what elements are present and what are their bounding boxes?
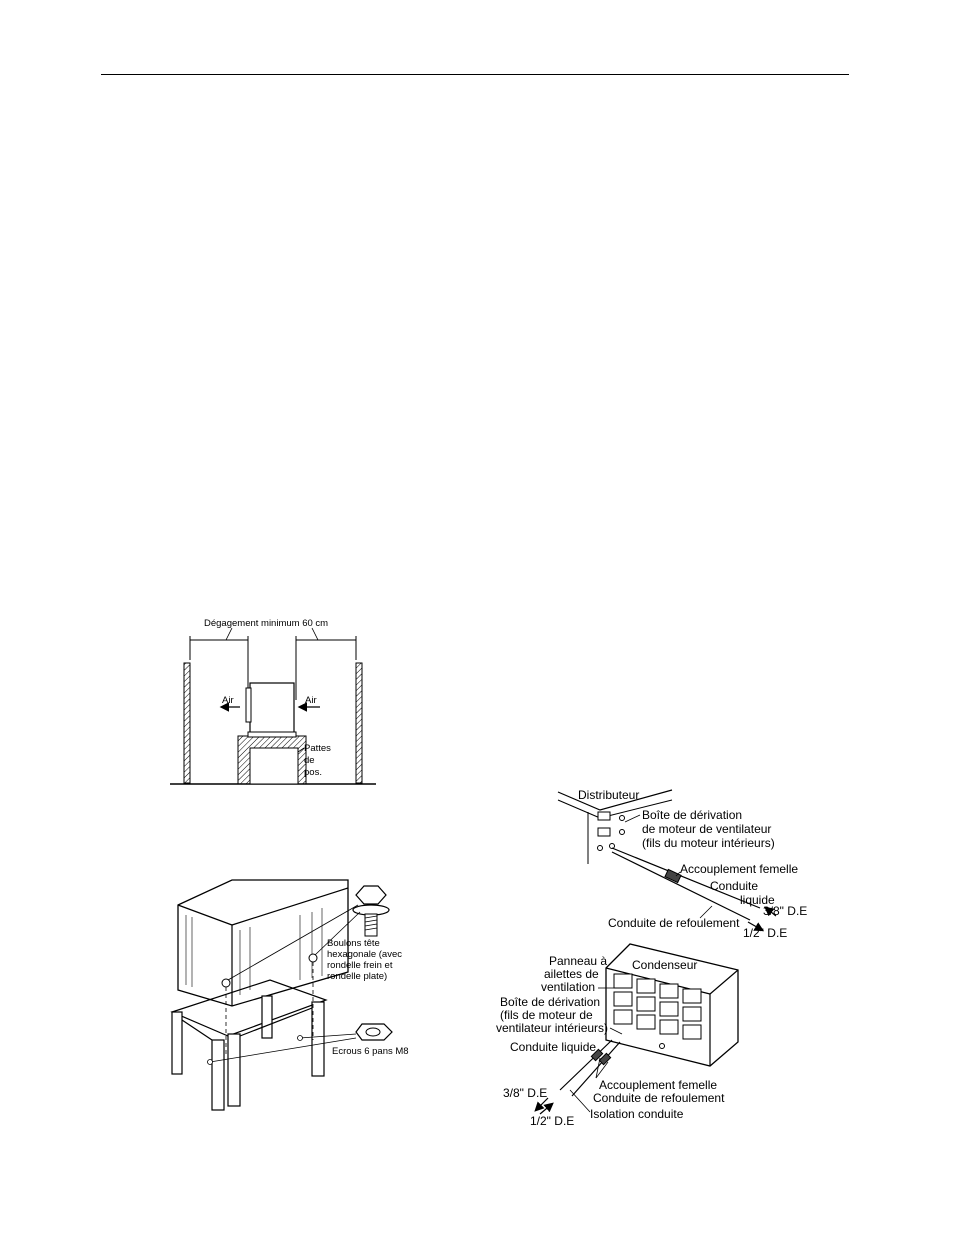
condenser-discharge-pipe: [571, 1041, 621, 1097]
indoor-distributor-figure: Distributeur Boîte de dérivation de mote…: [557, 788, 807, 940]
indoor-coupling-label: Accouplement femelle: [680, 862, 798, 876]
feet-label-2: de: [304, 755, 315, 766]
panel-label-1: Panneau à: [549, 954, 607, 968]
condenser-size-large: 1/2" D.E: [530, 1114, 574, 1128]
condenser-box-label-3: ventilateur intérieurs): [496, 1021, 608, 1035]
condenser-coupling-label: Accouplement femelle: [599, 1078, 717, 1092]
air-left-label: Air: [222, 695, 234, 706]
condenser-liquid-label: Conduite liquide: [510, 1040, 596, 1054]
distributor-label: Distributeur: [578, 788, 639, 802]
air-right-label: Air: [305, 695, 317, 706]
feet-label-1: Pattes: [304, 743, 331, 754]
condenser-box-label-1: Boîte de dérivation: [500, 995, 600, 1009]
indoor-size-small: 3/8" D.E: [763, 904, 807, 918]
clearance-figure: Dégagement minimum 60 cm Air Air Pattes …: [170, 618, 376, 785]
liquid-pipe: [611, 847, 761, 909]
condenser-grille: [613, 973, 702, 1040]
indoor-liquid-label-1: Conduite: [710, 879, 758, 893]
indoor-box-label-2: de moteur de ventilateur: [642, 822, 771, 836]
header-rule: [101, 74, 849, 75]
condenser-figure: Condenseur Panneau à ailettes de ventila…: [496, 943, 739, 1128]
indoor-size-large: 1/2" D.E: [743, 926, 787, 940]
condenser-liquid-pipe: [559, 1039, 613, 1091]
hex-bolt-icon: [352, 885, 390, 937]
condenser-size-small: 3/8" D.E: [503, 1086, 547, 1100]
outdoor-unit-box: [177, 879, 349, 1007]
clearance-dimension-label: Dégagement minimum 60 cm: [204, 618, 328, 629]
hex-nut-icon: [355, 1023, 393, 1041]
indoor-unit: [249, 682, 295, 734]
feet-label-3: pos.: [304, 767, 322, 778]
right-wall: [355, 662, 363, 784]
indoor-box-label-3: (fils du moteur intérieurs): [642, 836, 775, 850]
panel-label-2: ailettes de: [544, 967, 599, 981]
stand-frame: [170, 979, 328, 1111]
condenser-box-label-2: (fils de moteur de: [500, 1008, 593, 1022]
bolts-label-1: Boulons tête: [327, 938, 380, 949]
bolts-label-4: rondelle plate): [327, 971, 387, 982]
left-wall: [183, 662, 191, 784]
condenser-insulation-label: Isolation conduite: [590, 1107, 684, 1121]
discharge-pipe: [611, 851, 751, 921]
condenser-label: Condenseur: [632, 958, 697, 972]
stand-figure: Boulons tête hexagonale (avec rondelle f…: [170, 879, 409, 1111]
bolts-label-2: hexagonale (avec: [327, 949, 402, 960]
bolts-label-3: rondelle frein et: [327, 960, 393, 971]
indoor-discharge-label: Conduite de refoulement: [608, 916, 740, 930]
nuts-label: Ecrous 6 pans M8: [332, 1046, 409, 1057]
panel-label-3: ventilation: [541, 980, 595, 994]
indoor-box-label-1: Boîte de dérivation: [642, 808, 742, 822]
indoor-liquid-label-2: liquide: [740, 893, 775, 907]
condenser-discharge-label: Conduite de refoulement: [593, 1091, 725, 1105]
